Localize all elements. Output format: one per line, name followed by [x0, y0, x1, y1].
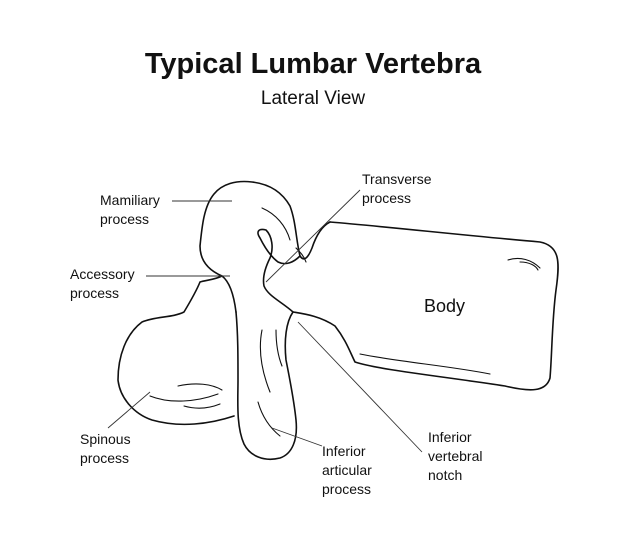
leader-inferior-vertebral-notch — [297, 321, 423, 453]
inferior-articular-process — [235, 311, 298, 460]
spinous-detail — [149, 393, 219, 402]
label-inferior-articular-process: Inferior articular process — [322, 443, 376, 497]
label-mamillary-process: Mamiliary process — [100, 192, 164, 227]
label-transverse-process: Transverse process — [362, 171, 435, 206]
transverse-detail — [261, 207, 291, 241]
label-spinous-process: Spinous process — [80, 431, 134, 466]
spinous-process — [117, 275, 235, 426]
vertebral-body — [292, 221, 559, 391]
pedicle-outline — [199, 180, 331, 313]
diagram-subtitle: Lateral View — [260, 88, 366, 109]
body-upper-edge-detail — [507, 257, 541, 269]
label-inferior-vertebral-notch: Inferior vertebral notch — [428, 429, 486, 483]
spinous-detail-2 — [177, 383, 223, 391]
inferior-articular-detail — [259, 329, 271, 393]
label-body: Body — [424, 296, 465, 316]
leader-transverse — [265, 189, 361, 283]
body-upper-edge-detail-2 — [519, 261, 539, 271]
leader-inferior-articular — [271, 427, 323, 447]
transverse-detail-2 — [295, 247, 307, 263]
transverse-process-outline — [257, 228, 301, 313]
inferior-articular-detail-3 — [257, 401, 281, 437]
body-lower-edge-detail — [359, 353, 491, 375]
inferior-articular-detail-2 — [275, 329, 283, 367]
spinous-detail-3 — [183, 403, 221, 409]
diagram-title: Typical Lumbar Vertebra — [144, 48, 482, 80]
label-accessory-process: Accessory process — [70, 266, 138, 301]
leader-spinous — [107, 391, 151, 429]
